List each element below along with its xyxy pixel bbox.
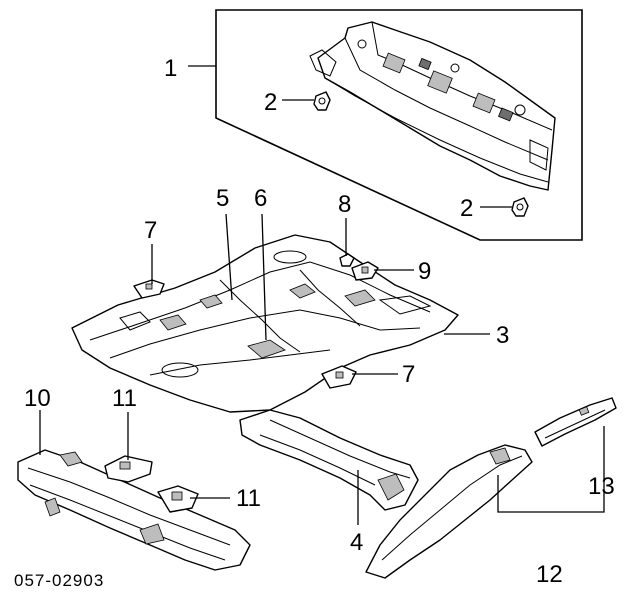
front-crossmember-part [17,449,251,571]
leader-6 [261,213,267,341]
bracket-part-11-lower [157,485,199,513]
callout-8: 8 [338,191,351,218]
leader-12 [497,426,605,513]
inset-frame [215,9,583,241]
callout-10: 10 [24,385,51,412]
callout-11-lower: 11 [236,485,261,512]
callout-6: 6 [254,185,267,212]
leader-5 [225,213,233,301]
bracket-part-lower [321,365,357,389]
bracket-part-upper [133,279,165,299]
reinforcement-part [534,397,617,447]
bracket-part-11-upper [104,455,153,483]
callout-1: 1 [164,55,177,82]
grommet-part [339,253,355,267]
bracket-part-9 [351,261,379,281]
clip-part-lower [511,197,529,217]
rear-panel-part [309,21,556,191]
callout-5: 5 [216,185,229,212]
side-sill-extension-part [365,444,533,579]
callout-13: 13 [588,473,615,500]
callout-11-upper: 11 [112,385,137,412]
callout-2-lower: 2 [460,195,473,222]
callout-4: 4 [350,529,363,556]
document-number: 057-02903 [14,571,104,590]
callout-3: 3 [496,322,509,349]
callout-7-lower: 7 [402,361,415,388]
callout-2-upper: 2 [264,89,277,116]
callout-12: 12 [536,561,563,588]
callout-9: 9 [418,258,431,285]
clip-part-upper [313,91,331,111]
callout-7-upper: 7 [144,217,157,244]
rear-side-member-part [239,409,419,511]
